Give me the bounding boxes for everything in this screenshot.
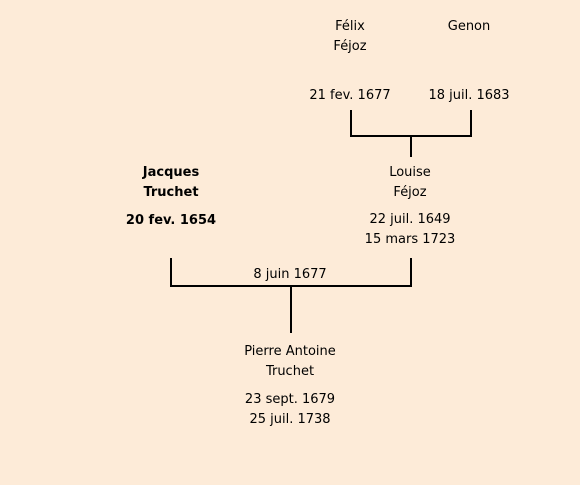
genon-connector-line xyxy=(470,110,472,136)
louise-first-name: Louise xyxy=(389,165,431,180)
jacques-first-name: Jacques xyxy=(142,165,200,180)
pierre-birth-date: 23 sept. 1679 xyxy=(244,392,336,407)
jacques-birth-date: 20 fev. 1654 xyxy=(125,213,217,228)
pierre-descent-line xyxy=(290,285,292,333)
louise-descent-line xyxy=(410,135,412,157)
pierre-last-name: Truchet xyxy=(265,364,315,379)
louise-last-name: Féjoz xyxy=(393,185,427,200)
pierre-first-name: Pierre Antoine xyxy=(244,344,336,359)
louise-connector-line xyxy=(410,258,412,287)
felix-last-name: Féjoz xyxy=(333,39,367,54)
louise-death-date: 15 mars 1723 xyxy=(364,232,456,247)
felix-birth-date: 21 fev. 1677 xyxy=(309,88,391,103)
marriage-date: 8 juin 1677 xyxy=(253,267,327,282)
genon-name: Genon xyxy=(447,19,491,34)
pierre-death-date: 25 juil. 1738 xyxy=(249,412,331,427)
louise-birth-date: 22 juil. 1649 xyxy=(369,212,451,227)
felix-first-name: Félix xyxy=(335,19,365,34)
genon-date: 18 juil. 1683 xyxy=(428,88,510,103)
jacques-last-name: Truchet xyxy=(143,185,199,200)
jacques-connector-line xyxy=(170,258,172,287)
felix-connector-line xyxy=(350,110,352,136)
